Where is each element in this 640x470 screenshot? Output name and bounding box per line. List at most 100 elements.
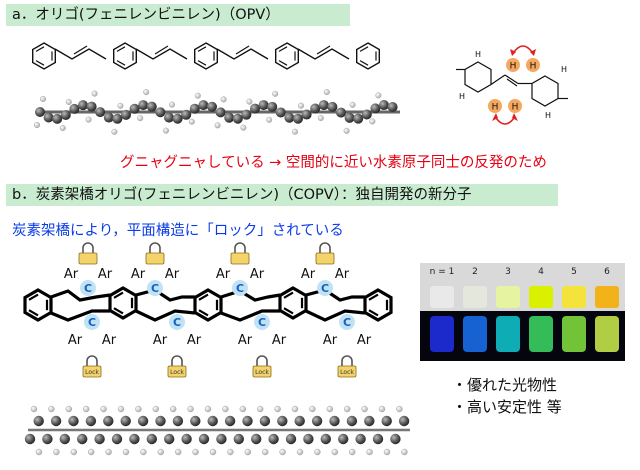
carbon-atom-ball — [181, 109, 192, 120]
carbon-atom-ball — [121, 109, 131, 120]
carbon-atom-ball — [164, 112, 174, 123]
hydrogen-atom-ball — [378, 405, 386, 413]
carbon-atom-ball — [338, 433, 349, 445]
hydrogen-atom-ball — [117, 405, 125, 413]
hydrogen-atom-ball — [204, 405, 212, 413]
hydrogen-atom-ball — [317, 115, 324, 122]
aryl-group-label: Ar — [357, 333, 372, 348]
opv-repulsion-note: グニャグニャしている → 空間的に近い水素原子同士の反発のため — [120, 155, 547, 171]
copv-skeletal-structure — [23, 286, 393, 322]
hydrogen-atom-ball — [274, 405, 281, 413]
vial-fluorescence — [595, 316, 619, 352]
vial-daylight — [463, 286, 487, 308]
hydrogen-atom-ball — [122, 448, 130, 456]
atom-h-label: H — [492, 103, 499, 113]
carbon-atom-ball — [241, 109, 252, 120]
hydrogen-atom-ball — [40, 95, 47, 102]
carbon-atom-ball — [35, 107, 45, 117]
hydrogen-atom-ball — [87, 448, 95, 456]
lock-label: Lock — [255, 369, 269, 376]
hydrogen-atom-ball — [369, 118, 376, 125]
hydrogen-atom-ball — [82, 405, 90, 413]
carbon-atom-ball — [233, 433, 244, 445]
carbon-atom-ball — [172, 113, 183, 124]
carbon-atom-ball — [138, 100, 149, 111]
vial-n-label: 3 — [505, 267, 511, 277]
carbon-atom-ball — [224, 415, 236, 427]
hydrogen-atom-ball — [117, 102, 124, 109]
bridge-carbon-label: C — [258, 316, 266, 329]
hydrogen-atom-ball — [91, 90, 98, 97]
carbon-atom-ball — [310, 103, 321, 114]
carbon-atom-ball — [112, 113, 123, 124]
hydrogen-atom-ball — [366, 448, 373, 456]
carbon-atom-ball — [198, 433, 210, 445]
aryl-group-label: Ar — [68, 333, 83, 348]
bridge-carbon-highlight — [254, 314, 270, 330]
hydrogen-atom-ball — [188, 118, 195, 125]
hydrogen-atom-ball — [53, 448, 60, 456]
hydrogen-atom-ball — [257, 405, 264, 413]
carbon-atom-ball — [344, 112, 355, 123]
hydrogen-atom-ball — [279, 448, 286, 456]
hydrogen-atom-ball — [105, 448, 112, 456]
atom-h-label: H — [561, 65, 567, 74]
vial-daylight — [529, 286, 553, 308]
section-b-header: b．炭素架橋オリゴ(フェニレンビニレン)（COPV）：独自開発の新分子 — [6, 184, 558, 206]
bridge-carbon-highlight — [147, 280, 163, 296]
hydrogen-atom-ball — [35, 448, 43, 456]
carbon-atom-ball — [259, 415, 271, 427]
atom-h-label: H — [530, 62, 537, 72]
bridge-carbon-label: C — [88, 316, 96, 329]
hydrogen-atom-ball — [152, 405, 160, 413]
stilbene-hydrogen-repulsion-diagram: H H H H H H H H — [456, 45, 568, 125]
vial-fluorescence — [430, 316, 454, 352]
hydrogen-atom-ball — [292, 128, 299, 135]
lock-label: Lock — [85, 369, 99, 376]
hydrogen-atom-ball — [34, 121, 41, 128]
hydrogen-atom-ball — [59, 124, 66, 131]
carbon-atom-ball — [60, 109, 71, 120]
carbon-atom-ball — [268, 433, 279, 445]
carbon-atom-ball — [303, 433, 314, 445]
aryl-group-label: Ar — [98, 267, 113, 282]
carbon-atom-ball — [129, 103, 140, 114]
hydrogen-atom-ball — [296, 448, 304, 456]
atom-h-label: H — [512, 103, 519, 113]
feature-optical: ・優れた光物性 — [452, 376, 558, 394]
bridge-carbon-label: C — [236, 282, 244, 295]
vial-fluorescence — [529, 316, 553, 352]
opv-skeletal-structure — [32, 42, 380, 70]
carbon-atom-ball — [232, 113, 243, 124]
carbon-atom-ball — [327, 101, 338, 112]
aryl-group-label: Ar — [301, 267, 316, 282]
carbon-atom-ball — [59, 433, 70, 445]
bridge-carbon-label: C — [84, 282, 92, 295]
vial-fluorescence — [562, 316, 586, 352]
carbon-atom-ball — [190, 415, 201, 427]
carbon-atom-ball — [50, 415, 62, 427]
hydrogen-atom-ball — [70, 448, 78, 456]
carbon-atom-ball — [390, 433, 401, 445]
vial-fluorescence — [463, 316, 487, 352]
carbon-atom-ball — [146, 101, 157, 112]
carbon-atom-ball — [355, 433, 366, 445]
hydrogen-atom-ball — [349, 448, 356, 456]
carbon-atom-ball — [353, 113, 364, 124]
carbon-atom-ball — [146, 433, 157, 445]
vial-daylight — [430, 286, 454, 308]
carbon-atom-ball — [224, 112, 235, 123]
lock-label: Lock — [340, 369, 354, 376]
carbon-atom-ball — [86, 101, 97, 112]
carbon-atom-ball — [120, 415, 131, 427]
carbon-atom-ball — [189, 103, 200, 114]
hydrogen-atom-ball — [246, 98, 253, 105]
hydrogen-atom-ball — [187, 405, 194, 413]
hydrogen-atom-ball — [298, 102, 305, 109]
hydrogen-atom-ball — [222, 405, 229, 413]
hydrogen-atom-ball — [194, 92, 201, 99]
bridge-carbon-label: C — [343, 316, 351, 329]
carbon-atom-ball — [285, 433, 297, 445]
vial-daylight — [562, 286, 586, 308]
carbon-atom-ball — [164, 433, 175, 445]
